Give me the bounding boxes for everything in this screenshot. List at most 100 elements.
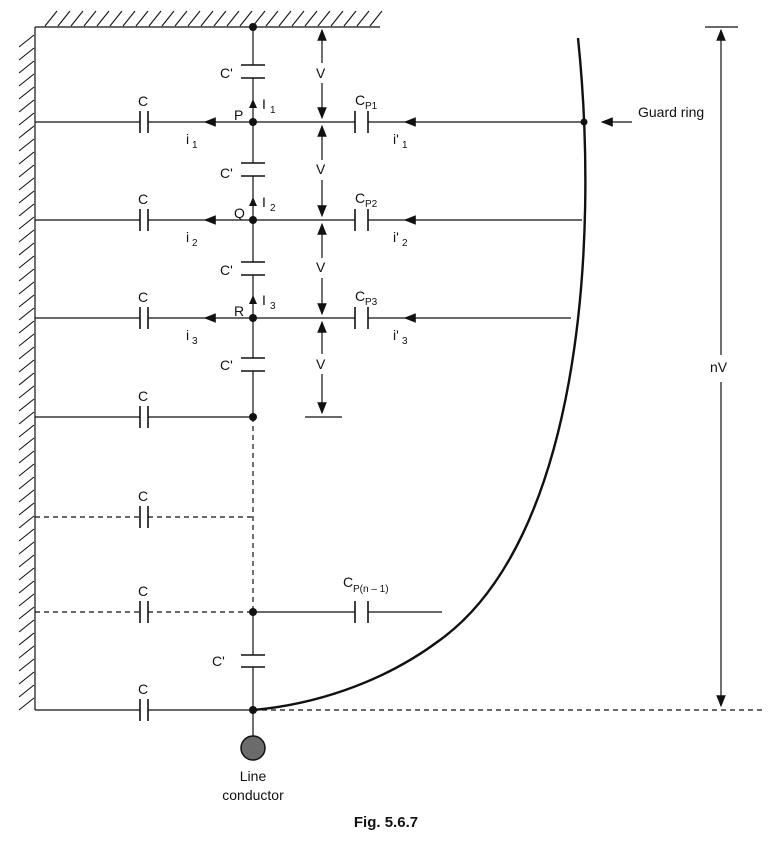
hatch-mark — [18, 398, 35, 412]
node-label-q: Q — [234, 205, 245, 221]
hatch-mark — [18, 255, 35, 269]
hatch-mark — [18, 281, 35, 295]
junction-dot — [249, 23, 257, 31]
hatch-mark — [18, 177, 35, 191]
hatch-mark — [18, 73, 35, 87]
svg-text:3: 3 — [402, 336, 408, 347]
shunt-cap-label: C — [138, 289, 148, 305]
hatch-mark — [18, 593, 35, 607]
hatch-mark — [18, 268, 35, 282]
hatch-mark — [18, 151, 35, 165]
line-conductor: Line conductor — [222, 735, 284, 803]
mutual-cap-label: C' — [220, 262, 233, 278]
svg-text:Guard ring: Guard ring — [638, 104, 704, 120]
hatch-mark — [18, 411, 35, 425]
voltage-v-label: V — [316, 356, 326, 372]
hatch-mark — [18, 320, 35, 334]
hatch-mark — [83, 10, 97, 27]
voltage-v-label: V — [316, 259, 326, 275]
hatch-mark — [18, 541, 35, 555]
total-voltage-marker: nV — [705, 26, 738, 708]
left-hatching — [18, 34, 35, 711]
hatch-mark — [317, 10, 331, 27]
hatch-mark — [18, 372, 35, 386]
svg-text:nV: nV — [710, 359, 728, 375]
hatch-mark — [18, 333, 35, 347]
hatch-mark — [18, 463, 35, 477]
hatch-mark — [252, 10, 266, 27]
hatch-mark — [18, 515, 35, 529]
hatch-mark — [109, 10, 123, 27]
svg-text:3: 3 — [192, 336, 198, 347]
hatch-mark — [18, 47, 35, 61]
svg-text:I: I — [262, 96, 266, 112]
shunt-cap-label: C — [138, 93, 148, 109]
earthed-structure — [18, 10, 383, 711]
mutual-capacitor-4: C' — [220, 357, 265, 373]
hatch-mark — [304, 10, 318, 27]
hatch-mark — [18, 359, 35, 373]
hatch-mark — [18, 203, 35, 217]
hatch-mark — [18, 164, 35, 178]
hatch-mark — [265, 10, 279, 27]
hatch-mark — [187, 10, 201, 27]
mutual-capacitor-3: C' — [220, 261, 265, 278]
insulator-string: C' C' C' C' C' — [212, 23, 265, 736]
hatch-mark — [18, 190, 35, 204]
hatch-mark — [356, 10, 370, 27]
svg-text:1: 1 — [192, 140, 198, 151]
mutual-capacitor-1: C' — [220, 64, 265, 81]
svg-text:I: I — [262, 194, 266, 210]
hatch-mark — [18, 385, 35, 399]
top-hatching — [44, 10, 383, 27]
hatch-mark — [18, 684, 35, 698]
hatch-mark — [18, 99, 35, 113]
shunt-cap-label: C — [138, 583, 148, 599]
mutual-capacitor-2: C' — [220, 162, 265, 181]
hatch-mark — [18, 697, 35, 711]
hatch-mark — [200, 10, 214, 27]
hatch-mark — [330, 10, 344, 27]
hatch-mark — [18, 125, 35, 139]
svg-text:i': i' — [393, 131, 399, 147]
hatch-mark — [18, 476, 35, 490]
hatch-mark — [18, 632, 35, 646]
string-current-arrows — [249, 99, 257, 304]
voltage-markers: V V V V — [305, 28, 342, 418]
hatch-mark — [18, 606, 35, 620]
svg-text:Line: Line — [240, 768, 267, 784]
hatch-mark — [18, 307, 35, 321]
voltage-v-label: V — [316, 65, 326, 81]
svg-text:P2: P2 — [365, 199, 378, 210]
hatch-mark — [122, 10, 136, 27]
hatch-mark — [18, 60, 35, 74]
hatch-mark — [96, 10, 110, 27]
hatch-mark — [18, 619, 35, 633]
hatch-mark — [18, 294, 35, 308]
hatch-mark — [135, 10, 149, 27]
conductor-circle-icon — [240, 735, 266, 761]
hatch-mark — [213, 10, 227, 27]
figure-caption: Fig. 5.6.7 — [354, 814, 418, 831]
svg-text:2: 2 — [192, 238, 198, 249]
svg-text:I: I — [262, 292, 266, 308]
shunt-cap-label: C — [138, 191, 148, 207]
svg-text:P1: P1 — [365, 101, 378, 112]
hatch-mark — [18, 424, 35, 438]
shunt-current-arrows — [203, 117, 216, 323]
svg-text:1: 1 — [270, 105, 276, 116]
hatch-mark — [18, 86, 35, 100]
hatch-mark — [18, 671, 35, 685]
svg-text:i: i — [186, 229, 189, 245]
hatch-mark — [174, 10, 188, 27]
hatch-mark — [18, 450, 35, 464]
hatch-mark — [18, 138, 35, 152]
hatch-mark — [18, 658, 35, 672]
guard-ring-label: Guard ring — [600, 104, 704, 127]
hatch-mark — [18, 437, 35, 451]
hatch-mark — [18, 242, 35, 256]
hatch-mark — [18, 528, 35, 542]
guard-ring-curve — [252, 37, 587, 712]
